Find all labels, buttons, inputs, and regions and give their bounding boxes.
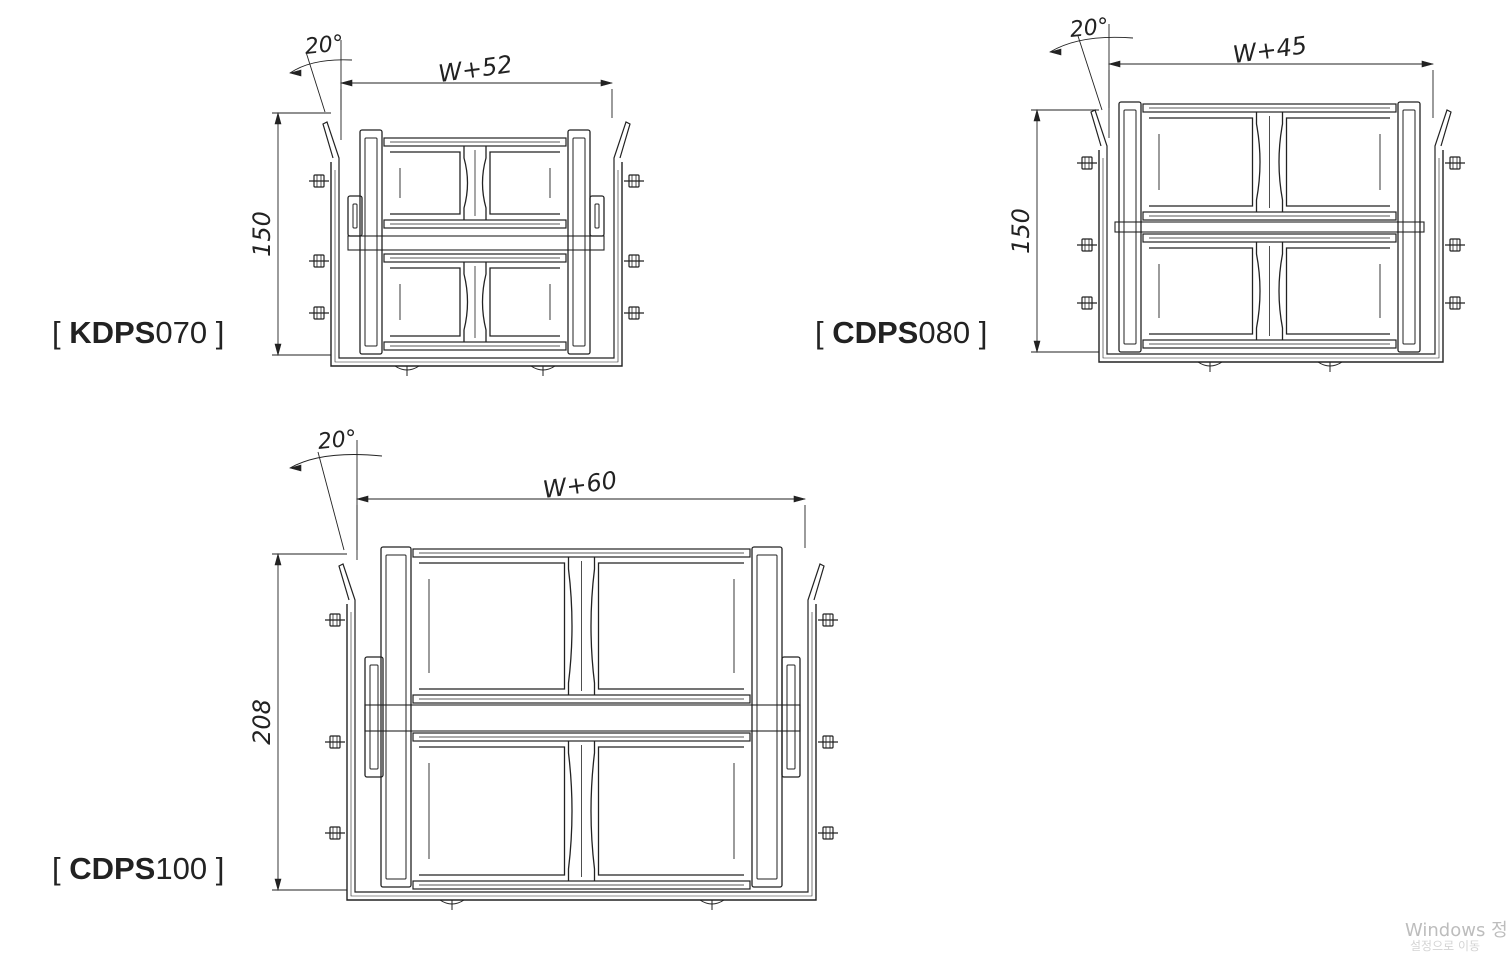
model-label-cdps080: [ CDPS080 ] xyxy=(815,315,988,350)
dim-height: 208 xyxy=(248,699,276,745)
assembly-cdps100: W+60 208 20° xyxy=(248,426,838,910)
dim-height: 150 xyxy=(248,211,276,257)
windows-activation-watermark: Windows 정 xyxy=(1405,920,1506,941)
dim-angle: 20° xyxy=(1069,14,1110,43)
dim-width: W+52 xyxy=(437,50,515,88)
dim-angle: 20° xyxy=(317,426,358,455)
dim-width: W+45 xyxy=(1231,31,1309,69)
model-label-kdps070: [ KDPS070 ] xyxy=(52,315,225,350)
assembly-kdps070: W+52 150 20° xyxy=(248,31,644,376)
dim-height: 150 xyxy=(1007,208,1035,254)
dim-width: W+60 xyxy=(541,466,619,504)
windows-activation-watermark-sub: 설정으로 이동 xyxy=(1410,939,1481,953)
assembly-cdps080: W+45 150 20° xyxy=(1007,14,1465,372)
dim-angle: 20° xyxy=(304,31,345,60)
model-label-cdps100: [ CDPS100 ] xyxy=(52,851,225,886)
